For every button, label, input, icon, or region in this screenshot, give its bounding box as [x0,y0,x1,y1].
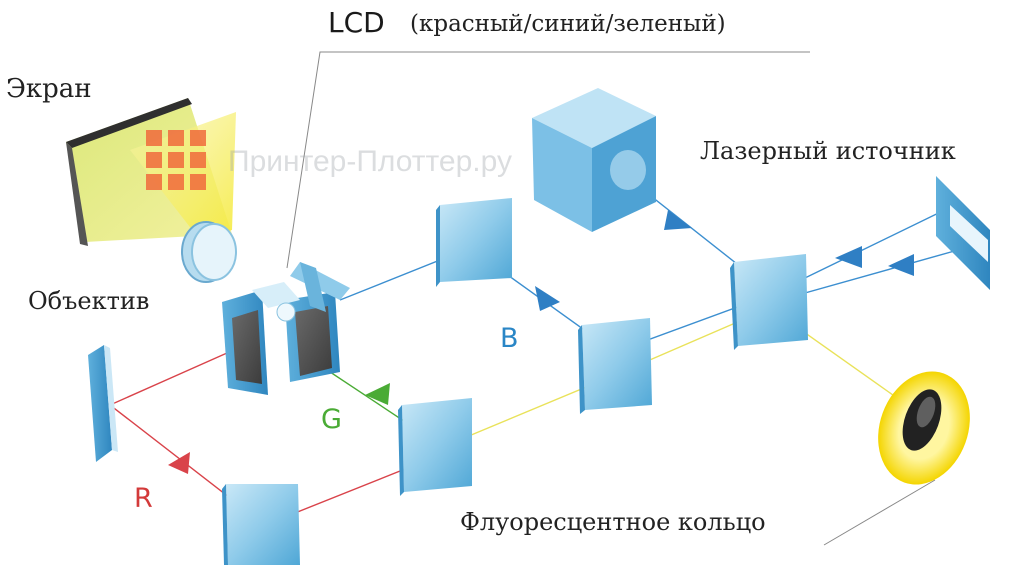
watermark-text: Принтер-Плоттер.ру [228,145,512,178]
laser-arrow-2 [835,246,862,268]
fluorescent-ring-label: Флуоресцентное кольцо [460,508,766,536]
laser-source [532,88,656,232]
blue-channel-label: B [500,323,519,354]
blue-arrow [535,286,560,311]
watermark-logo [146,130,208,190]
prism-laser-side [730,254,808,350]
prism-green [398,398,472,496]
laser-source-label: Лазерный источник [700,137,956,165]
mirrors [88,176,990,462]
laser-return-beam [779,249,959,301]
laser-arrow-3 [888,254,914,276]
red-channel-label: R [134,483,153,514]
left-mirror [88,345,112,462]
yellow-beam [439,307,901,449]
prisms [222,198,808,565]
prism-middle [578,318,652,414]
laser-arrow [664,210,692,230]
green-arrow [365,383,390,405]
lcd-subtitle: (красный/синий/зеленый) [410,11,726,37]
leader-lines [286,51,936,546]
prism-bottom [222,484,300,565]
prism-top [436,198,512,287]
red-arrow [168,452,190,474]
fluorescent-ring [878,371,970,485]
lcd-assembly [222,262,350,395]
lens-label: Объектив [28,287,150,315]
green-channel-label: G [321,404,342,435]
beam-arrows [168,210,914,474]
lens [181,221,237,283]
lcd-title: LCD [328,6,385,39]
screen-label: Экран [6,74,92,104]
